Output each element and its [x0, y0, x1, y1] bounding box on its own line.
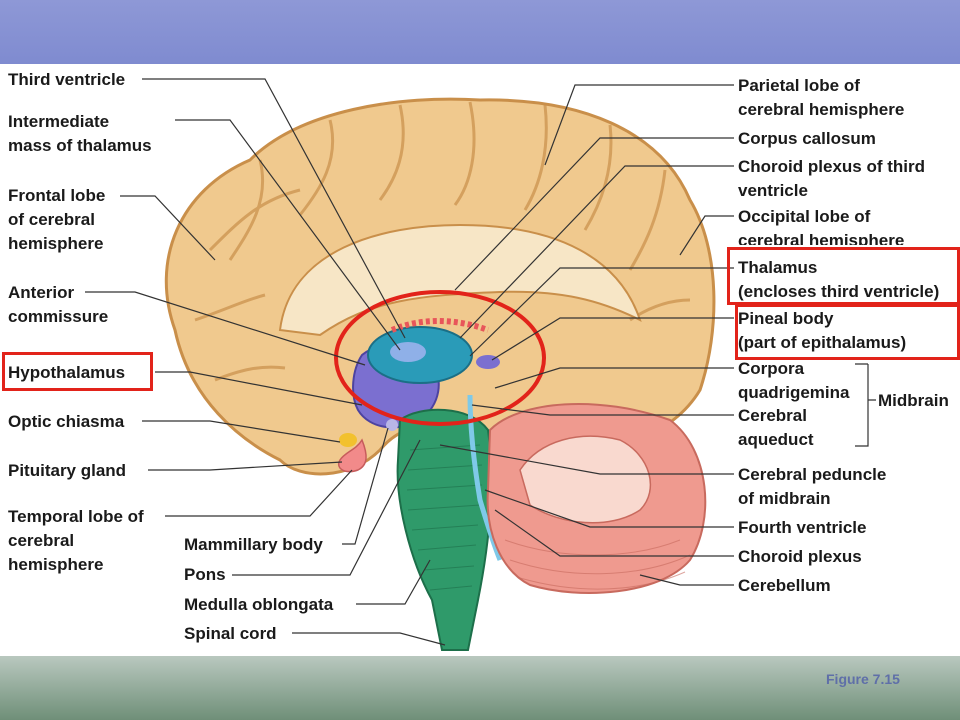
figure-caption: Figure 7.15	[826, 671, 900, 687]
cerebellum-folia	[504, 539, 691, 590]
highlight-box-thalamus	[727, 247, 960, 305]
label-choroid-plexus: Choroid plexus	[738, 547, 862, 566]
label-pineal-body: Pineal body (part of epithalamus)	[738, 309, 907, 352]
label-hypothalamus: Hypothalamus	[8, 363, 126, 382]
highlight-circle	[334, 290, 546, 426]
brainstem-shape	[396, 408, 493, 651]
label-corpora-quadrigemina: Corpora quadrigemina	[738, 359, 850, 402]
leader-lines	[85, 78, 876, 646]
label-cerebellum: Cerebellum	[738, 576, 831, 595]
label-optic-chiasma: Optic chiasma	[8, 412, 125, 431]
optic-chiasma-shape	[339, 433, 357, 447]
brainstem-striations	[406, 444, 483, 591]
label-temporal-lobe: Temporal lobe of cerebral hemisphere	[8, 507, 144, 574]
label-occipital-lobe: Occipital lobe of cerebral hemisphere	[738, 207, 905, 245]
label-pons: Pons	[184, 565, 226, 584]
highlight-box-pineal	[735, 304, 960, 360]
label-third-ventricle: Third ventricle	[8, 70, 126, 89]
highlight-box-hypothalamus	[2, 352, 153, 391]
label-cerebral-peduncle: Cerebral peduncle of midbrain	[738, 465, 887, 508]
pituitary-shape	[338, 438, 367, 473]
choroid-plexus-third-shape	[390, 318, 490, 333]
label-mammillary-body: Mammillary body	[184, 535, 323, 554]
top-band	[0, 0, 960, 64]
mammillary-shape	[386, 419, 398, 431]
label-spinal-cord: Spinal cord	[184, 624, 277, 643]
label-choroid-plexus-third: Choroid plexus of third ventricle	[738, 157, 925, 200]
label-frontal-lobe: Frontal lobe of cerebral hemisphere	[8, 186, 106, 253]
bottom-band	[0, 656, 960, 720]
gyri-lines	[194, 101, 691, 382]
label-corpus-callosum: Corpus callosum	[738, 129, 876, 148]
label-midbrain: Midbrain	[878, 391, 949, 410]
intermediate-mass-shape	[390, 342, 426, 362]
label-thalamus: Thalamus (encloses third ventricle)	[738, 258, 940, 301]
label-parietal-lobe: Parietal lobe of cerebral hemisphere	[738, 76, 905, 119]
label-intermediate-mass: Intermediate mass of thalamus	[8, 112, 152, 155]
label-medulla: Medulla oblongata	[184, 595, 334, 614]
label-fourth-ventricle: Fourth ventricle	[738, 518, 867, 537]
label-pituitary-gland: Pituitary gland	[8, 461, 127, 480]
label-anterior-commissure: Anterior commissure	[8, 283, 109, 326]
label-cerebral-aqueduct: Cerebral aqueduct	[738, 406, 814, 449]
